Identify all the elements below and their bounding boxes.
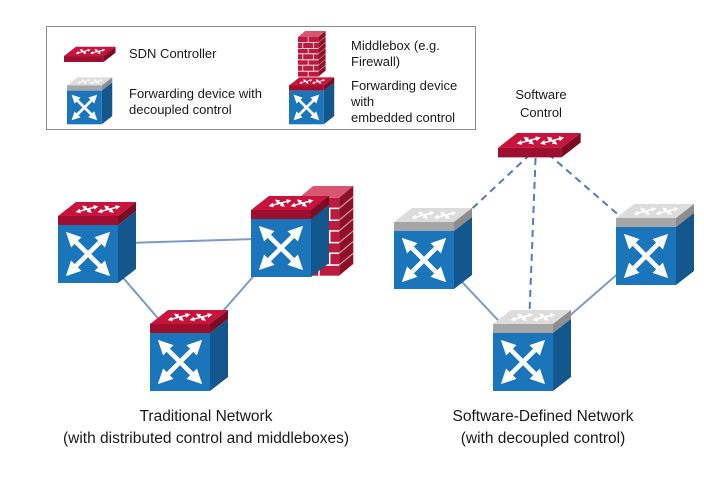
middlebox-firewall-icon (283, 31, 341, 77)
legend-label-forwarding-decoupled: Forwarding device with decoupled control (129, 85, 262, 117)
sdn-caption-line1: Software-Defined Network (452, 408, 634, 425)
traditional-switch-topleft (58, 202, 136, 283)
sdn-caption-line2: (with decoupled control) (460, 430, 626, 448)
sdn-controller (498, 133, 581, 157)
legend-item-sdn-controller: SDN Controller (47, 31, 269, 77)
legend-label-sdn-controller: SDN Controller (129, 45, 217, 61)
traditional-caption-line1: Traditional Network (139, 408, 273, 425)
sdn-controller-icon (61, 46, 119, 63)
legend-label-middlebox: Middlebox (e.g. Firewall) (351, 37, 440, 69)
legend-label-forwarding-embedded: Forwarding device with embedded control (351, 77, 458, 126)
traditional-switch-topright (251, 196, 329, 277)
sdn-switch-left (394, 208, 472, 289)
legend-item-forwarding-embedded: Forwarding device with embedded control (269, 77, 475, 127)
software-control-label: Software Control (515, 87, 567, 120)
traditional-caption-line2: (with distributed control and middleboxe… (62, 430, 350, 448)
legend-box: SDN Controller Middlebox (e.g. Firewall)… (46, 26, 476, 130)
legend-item-middlebox: Middlebox (e.g. Firewall) (269, 31, 475, 77)
traditional-caption: Traditional Network (with distributed co… (16, 406, 396, 451)
sdn-caption: Software-Defined Network (with decoupled… (408, 406, 678, 451)
sdn-switch-right (616, 204, 694, 285)
forwarding-device-decoupled-icon (61, 77, 119, 127)
legend-item-forwarding-decoupled: Forwarding device with decoupled control (47, 77, 269, 127)
forwarding-device-embedded-icon (283, 77, 341, 127)
sdn-switch-bottom (493, 310, 571, 391)
traditional-switch-bottom (150, 310, 228, 391)
